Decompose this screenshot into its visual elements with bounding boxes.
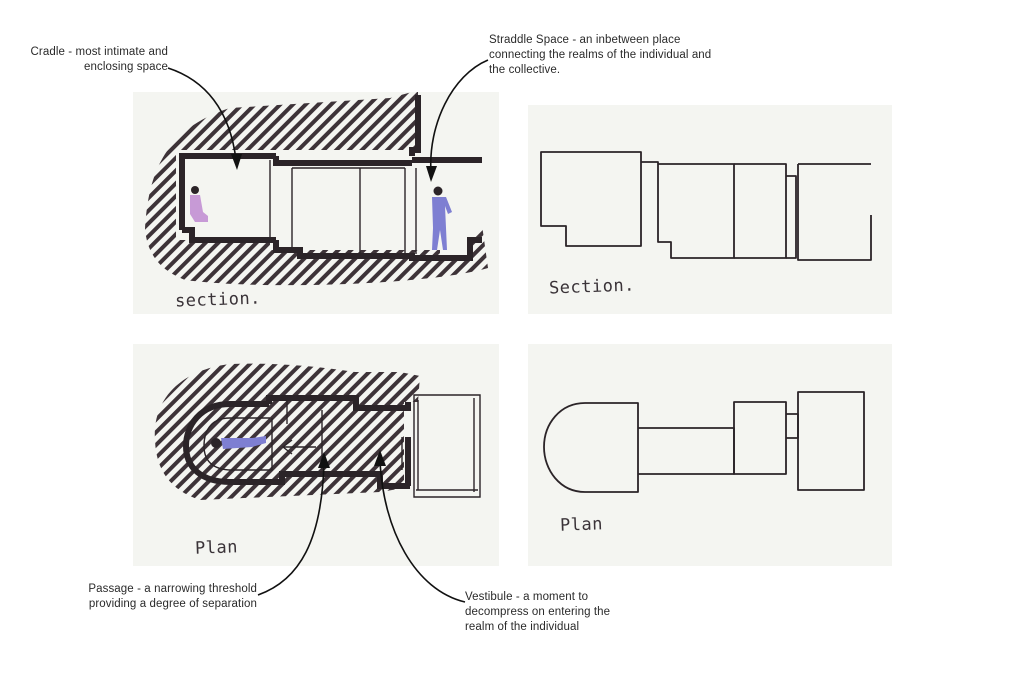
plan-hatched-drawing [154, 363, 481, 500]
passage-leader [257, 461, 325, 596]
vestibule-annotation: Vestibule - a moment to decompress on en… [465, 591, 611, 633]
plan-plain-drawing [543, 391, 865, 493]
plan-label-plain: Plan [559, 514, 604, 536]
section-label-plain: Section. [548, 275, 636, 299]
section-hatched-drawing [145, 92, 488, 286]
passage-annotation: Passage - a narrowing threshold providin… [88, 583, 257, 610]
straddle-leader [430, 59, 489, 173]
plan-label-hatched: Plan [194, 537, 239, 559]
earth-hatch [145, 92, 488, 286]
section-sketch-plain-sheet [528, 105, 892, 314]
seated-figure [190, 186, 208, 222]
cradle-leader [167, 67, 237, 161]
leader-arrowheads [231, 154, 437, 468]
lying-figure [211, 436, 266, 449]
vestibule-leader [379, 459, 466, 603]
section-label-hatched: section. [174, 288, 262, 312]
standing-figure [432, 186, 452, 250]
plan-sketch-plain-sheet [528, 344, 892, 566]
cradle-annotation: Cradle - most intimate and enclosing spa… [30, 46, 168, 73]
annotation-leaders [167, 59, 489, 603]
straddle-space-annotation: Straddle Space - an inbetween place conn… [489, 34, 712, 76]
section-plain-drawing [540, 151, 872, 261]
